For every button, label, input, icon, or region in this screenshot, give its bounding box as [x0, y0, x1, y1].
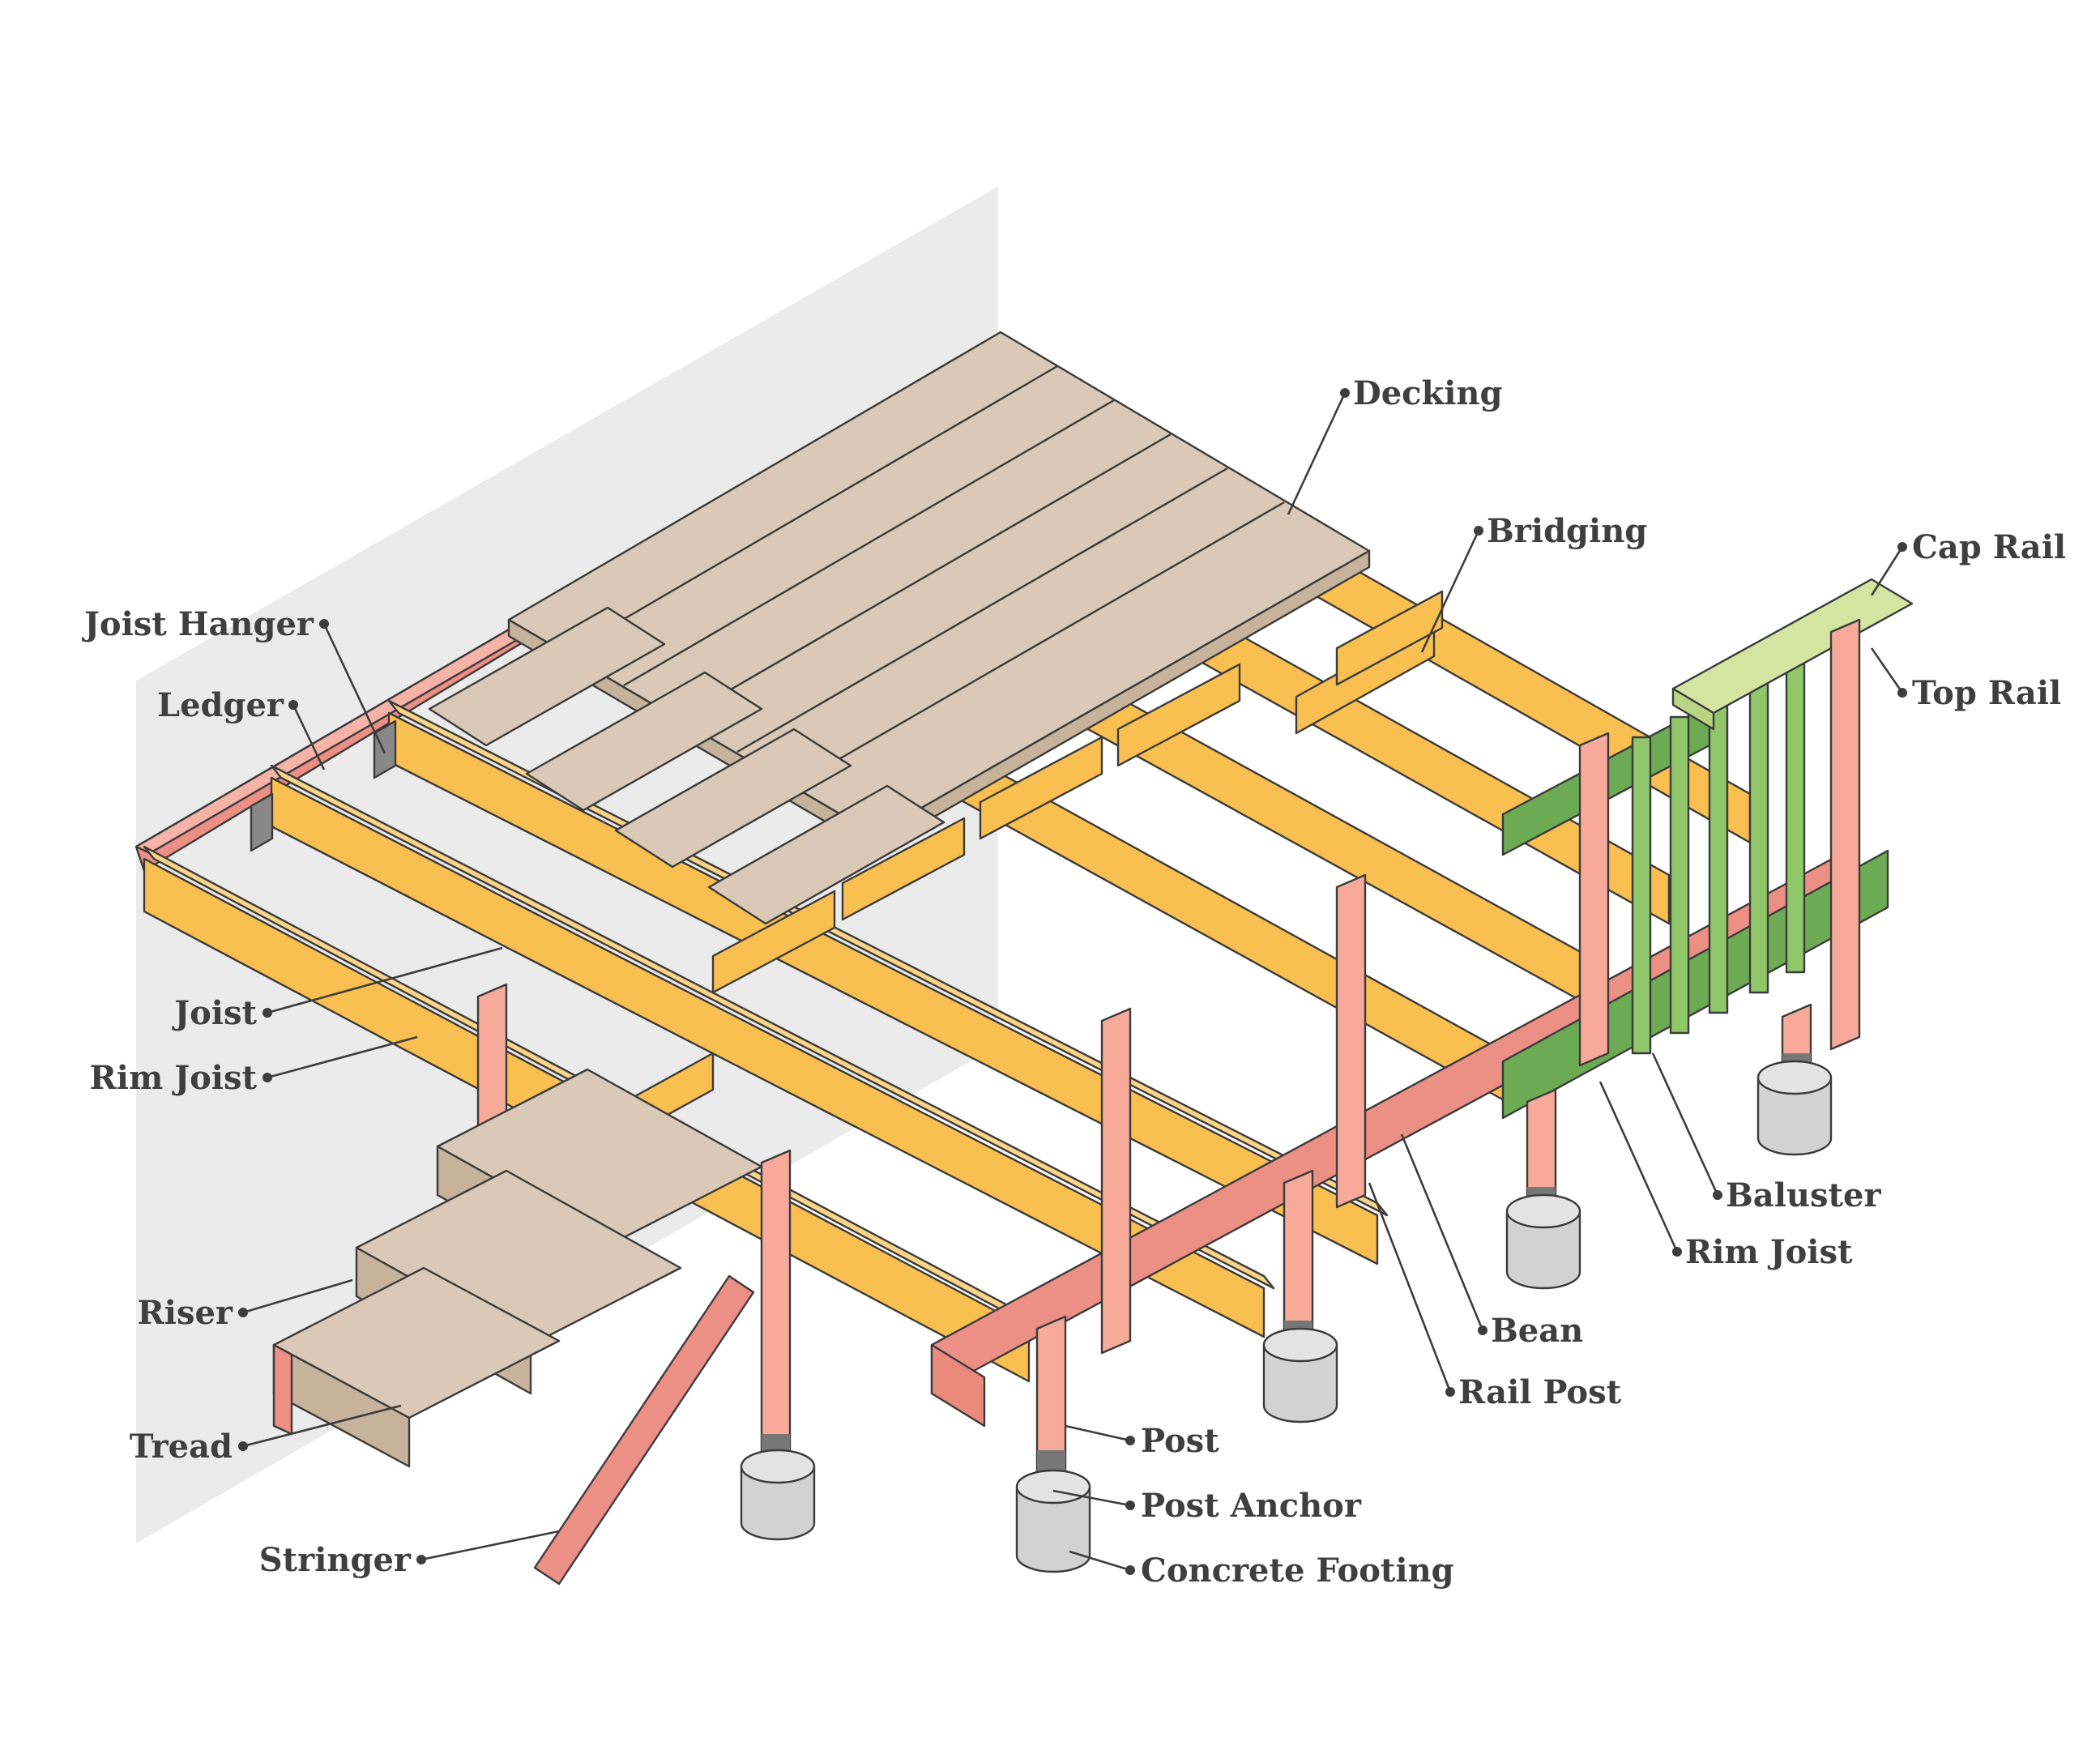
- bridging-blocks: [594, 590, 1444, 1156]
- label-decking: Decking: [1353, 374, 1503, 412]
- balusters: [1631, 655, 1806, 1055]
- joist-hangers: [250, 719, 397, 852]
- cap-rail-front: [1671, 687, 1715, 731]
- label-ledger: Ledger: [156, 686, 284, 724]
- label-rail-post: Rail Post: [1458, 1373, 1622, 1411]
- label-post-anchor: Post Anchor: [1141, 1487, 1361, 1525]
- beam-left-end: [930, 1343, 986, 1428]
- label-bridging: Bridging: [1487, 512, 1648, 550]
- label-concrete-footing: Concrete Footing: [1141, 1552, 1454, 1590]
- label-top-rail: Top Rail: [1912, 674, 2062, 712]
- label-joist-hanger: Joist Hanger: [83, 605, 314, 643]
- stringer-shape: [533, 1274, 755, 1586]
- label-cap-rail: Cap Rail: [1912, 528, 2067, 566]
- label-riser: Riser: [137, 1294, 233, 1332]
- label-rim-joist-left: Rim Joist: [89, 1059, 257, 1097]
- label-joist: Joist: [174, 994, 257, 1032]
- concrete-footings: [740, 1060, 1833, 1573]
- stairs: [272, 1068, 763, 1586]
- label-post: Post: [1141, 1422, 1219, 1460]
- label-rim-joist-right: Rim Joist: [1685, 1233, 1853, 1271]
- decking-boards: [428, 331, 1371, 925]
- leader-lines: [238, 388, 1907, 1575]
- label-baluster: Baluster: [1726, 1176, 1881, 1214]
- label-bean: Bean: [1491, 1312, 1584, 1350]
- label-tread: Tread: [129, 1428, 233, 1466]
- label-stringer: Stringer: [258, 1541, 411, 1579]
